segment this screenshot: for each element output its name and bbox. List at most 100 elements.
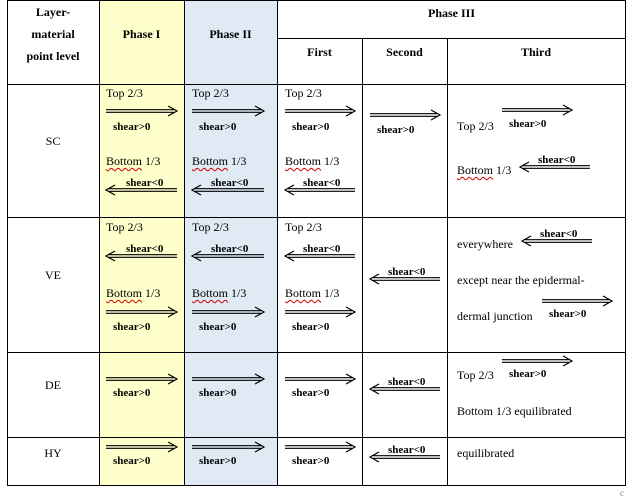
left-arrow-icon xyxy=(368,451,440,463)
phase1-column-bg xyxy=(99,1,184,485)
right-arrow-icon xyxy=(106,306,179,318)
header-second: Second xyxy=(386,45,423,59)
right-arrow-icon xyxy=(285,441,357,453)
ve-p2-shear-pos: shear>0 xyxy=(199,321,237,333)
bottom-word: Bottom xyxy=(457,163,494,177)
left-arrow-icon xyxy=(283,184,355,196)
left-arrow-icon xyxy=(104,250,177,262)
bottom-word: Bottom xyxy=(192,286,229,300)
ve-t3-dermal-junction: dermal junction xyxy=(457,309,533,323)
ve-t3-except-near: except near the epidermal- xyxy=(457,273,585,287)
de-t3-bottom-label: Bottom 1/3 equilibrated xyxy=(457,404,572,418)
col-divider xyxy=(362,38,363,486)
right-arrow-icon xyxy=(542,295,614,307)
de-f1-shear-pos: shear>0 xyxy=(292,387,330,399)
header-point-level: point level xyxy=(26,49,80,63)
bottom-word: Bottom xyxy=(106,154,143,168)
corner-mark: c xyxy=(620,488,624,498)
hy-p1-shear-pos: shear>0 xyxy=(113,455,151,467)
bottom-fraction: 1/3 xyxy=(142,154,161,168)
col-divider xyxy=(184,0,185,486)
bottom-fraction: 1/3 xyxy=(228,154,247,168)
de-s2-shear-neg: shear<0 xyxy=(388,376,426,388)
sc-t3-shear-neg: shear<0 xyxy=(538,154,576,166)
hy-t3-equilibrated: equilibrated xyxy=(457,446,515,460)
right-arrow-icon xyxy=(192,373,266,385)
table-border-bottom xyxy=(7,485,626,486)
hy-f1-shear-pos: shear>0 xyxy=(292,455,330,467)
ve-t3-everywhere: everywhere xyxy=(457,237,513,251)
de-p1-shear-pos: shear>0 xyxy=(113,387,151,399)
de-t3-shear-pos: shear>0 xyxy=(509,368,547,380)
header-material: material xyxy=(31,27,75,41)
left-arrow-icon xyxy=(368,273,440,285)
bottom-word: Bottom xyxy=(192,154,229,168)
row-divider xyxy=(7,352,626,353)
left-arrow-icon xyxy=(368,383,440,395)
sc-t3-shear-pos: shear>0 xyxy=(509,118,547,130)
ve-p1-top-label: Top 2/3 xyxy=(106,220,143,234)
row-label-de: DE xyxy=(45,378,61,392)
left-arrow-icon xyxy=(104,184,177,196)
ve-p1-shear-neg: shear<0 xyxy=(126,243,164,255)
row-label-ve: VE xyxy=(45,268,61,282)
header-phase2: Phase II xyxy=(209,27,252,41)
phase3-subheader-line xyxy=(277,38,626,39)
right-arrow-icon xyxy=(192,441,266,453)
left-arrow-icon xyxy=(520,235,592,247)
right-arrow-icon xyxy=(192,105,266,117)
sc-f1-shear-neg: shear<0 xyxy=(303,177,341,189)
right-arrow-icon xyxy=(502,355,574,367)
sc-p2-top-label: Top 2/3 xyxy=(192,86,229,100)
row-divider xyxy=(7,217,626,218)
sc-t3-top-label: Top 2/3 xyxy=(457,119,494,133)
header-phase3: Phase III xyxy=(427,6,475,20)
right-arrow-icon xyxy=(285,373,357,385)
ve-p1-shear-pos: shear>0 xyxy=(113,321,151,333)
sc-p1-shear-pos: shear>0 xyxy=(113,121,151,133)
bottom-fraction: 1/3 xyxy=(228,286,247,300)
ve-f1-shear-neg: shear<0 xyxy=(303,243,341,255)
col-divider xyxy=(447,38,448,486)
right-arrow-icon xyxy=(106,105,179,117)
row-divider xyxy=(7,437,626,438)
bottom-fraction: 1/3 xyxy=(321,154,340,168)
phase2-column-bg xyxy=(184,1,277,485)
ve-p2-top-label: Top 2/3 xyxy=(192,220,229,234)
header-third: Third xyxy=(520,45,551,59)
sc-f1-shear-pos: shear>0 xyxy=(292,121,330,133)
right-arrow-icon xyxy=(370,109,442,121)
row-divider xyxy=(7,84,626,85)
row-label-hy: HY xyxy=(44,446,62,460)
left-arrow-icon xyxy=(283,250,355,262)
col-divider xyxy=(99,0,100,486)
table-border-top xyxy=(7,0,626,1)
table-border-left xyxy=(7,0,8,486)
right-arrow-icon xyxy=(285,306,357,318)
left-arrow-icon xyxy=(190,250,264,262)
sc-p2-shear-neg: shear<0 xyxy=(211,177,249,189)
sc-p2-bottom-label: Bottom 1/3 xyxy=(192,154,246,168)
bottom-fraction: 1/3 xyxy=(493,163,512,177)
bottom-word: Bottom xyxy=(457,404,494,418)
ve-p2-shear-neg: shear<0 xyxy=(211,243,249,255)
bottom-word: Bottom xyxy=(285,154,322,168)
header-first: First xyxy=(307,45,332,59)
row-label-sc: SC xyxy=(45,134,61,148)
bottom-word: Bottom xyxy=(106,286,143,300)
left-arrow-icon xyxy=(190,184,264,196)
bottom-fraction: 1/3 xyxy=(321,286,340,300)
hy-p2-shear-pos: shear>0 xyxy=(199,455,237,467)
left-arrow-icon xyxy=(518,161,590,173)
header-phase1: Phase I xyxy=(122,27,161,41)
right-arrow-icon xyxy=(192,306,266,318)
ve-t3-shear-neg: shear<0 xyxy=(540,228,578,240)
hy-s2-shear-neg: shear<0 xyxy=(388,444,426,456)
sc-f1-bottom-label: Bottom 1/3 xyxy=(285,154,339,168)
bottom-word: Bottom xyxy=(285,286,322,300)
ve-p2-bottom-label: Bottom 1/3 xyxy=(192,286,246,300)
ve-f1-shear-pos: shear>0 xyxy=(292,321,330,333)
sc-s2-shear-pos: shear>0 xyxy=(377,124,415,136)
right-arrow-icon xyxy=(502,104,574,116)
